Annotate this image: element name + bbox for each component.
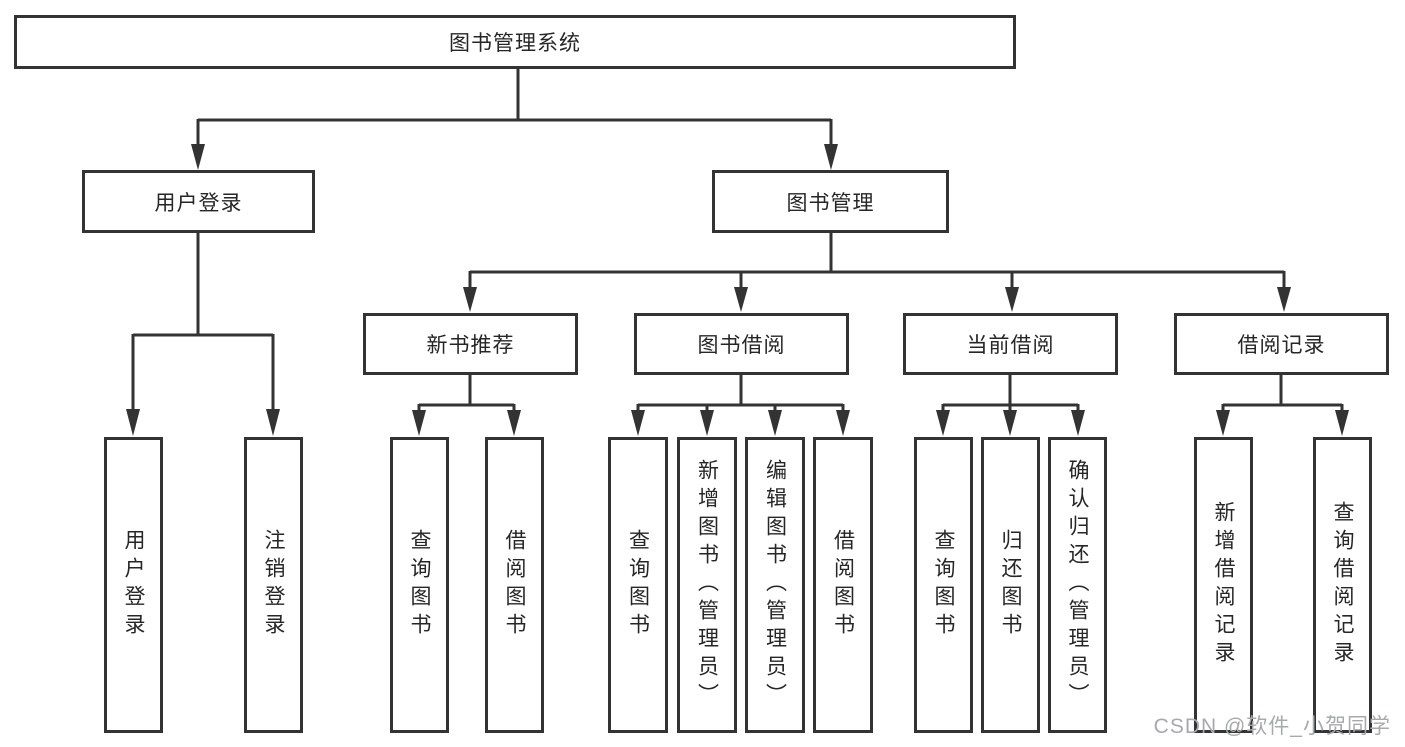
node-book-borrow: 图书借阅	[634, 313, 849, 375]
leaf-newbook-query: 查询图书	[390, 437, 449, 733]
node-label: 借阅记录	[1237, 334, 1326, 357]
leaf-label: 借阅图书	[503, 529, 526, 641]
leaf-borrow-edit-admin: 编辑图书（管理员）	[745, 437, 805, 733]
node-label: 图书管理	[786, 191, 875, 215]
node-label: 图书借阅	[697, 334, 786, 357]
leaf-label: 确认归还（管理员）	[1066, 459, 1089, 711]
node-label: 当前借阅	[966, 334, 1055, 357]
leaf-user-login: 用户登录	[104, 437, 163, 733]
leaf-logout: 注销登录	[244, 437, 303, 733]
leaf-borrow-query: 查询图书	[608, 437, 668, 733]
node-user-login: 用户登录	[82, 170, 315, 233]
leaf-label: 注销登录	[262, 529, 285, 641]
leaf-newbook-borrow: 借阅图书	[485, 437, 544, 733]
node-library-system: 图书管理系统	[14, 15, 1016, 69]
node-current-borrow: 当前借阅	[903, 313, 1118, 375]
leaf-borrow-add-admin: 新增图书（管理员）	[677, 437, 737, 733]
leaf-label: 查询图书	[932, 529, 955, 641]
leaf-label: 新增图书（管理员）	[695, 459, 719, 711]
node-label: 用户登录	[154, 191, 243, 215]
leaf-label: 查询借阅记录	[1331, 501, 1354, 669]
node-label: 图书管理系统	[449, 32, 581, 55]
leaf-current-confirm-admin: 确认归还（管理员）	[1048, 437, 1107, 733]
leaf-label: 借阅图书	[831, 529, 855, 641]
leaf-borrow-borrow: 借阅图书	[813, 437, 873, 733]
leaf-label: 编辑图书（管理员）	[763, 459, 787, 711]
node-new-book-recommend: 新书推荐	[363, 313, 578, 375]
watermark: CSDN @软件_小贺同学	[1153, 715, 1391, 738]
leaf-label: 新增借阅记录	[1212, 501, 1235, 669]
node-book-management: 图书管理	[712, 170, 949, 233]
leaf-label: 用户登录	[122, 529, 145, 641]
leaf-label: 查询图书	[408, 529, 431, 641]
leaf-label: 归还图书	[999, 529, 1022, 641]
leaf-current-return: 归还图书	[981, 437, 1040, 733]
leaf-records-query: 查询借阅记录	[1313, 437, 1372, 733]
leaf-records-add: 新增借阅记录	[1194, 437, 1253, 733]
node-label: 新书推荐	[426, 334, 515, 357]
leaf-current-query: 查询图书	[914, 437, 973, 733]
node-borrow-records: 借阅记录	[1174, 313, 1389, 375]
leaf-label: 查询图书	[626, 529, 650, 641]
